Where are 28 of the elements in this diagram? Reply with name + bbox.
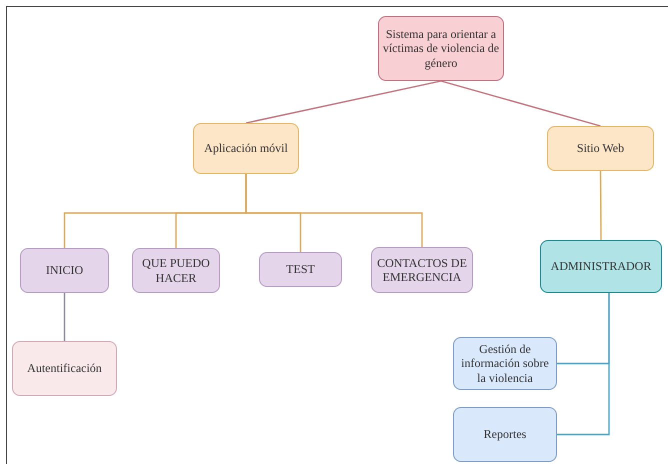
rounded-box [540,240,662,293]
rounded-box [453,337,557,390]
node-label: Sitio Web [576,141,624,156]
node-label: TEST [286,262,315,277]
node-label: INICIO [46,263,84,278]
rounded-box [259,252,342,287]
connector-line [600,171,602,240]
node-label: Reportes [484,427,526,442]
rounded-box [193,123,299,174]
node-label: Autentificación [27,361,102,376]
rounded-box [378,16,504,81]
connector-line [246,80,442,124]
node-label: Sistema para orientar a víctimas de violencia de género [382,26,500,70]
connector-line [245,174,423,247]
rounded-box [132,248,220,293]
node-label: Aplicación móvil [204,141,288,156]
rounded-box [20,248,109,293]
rounded-box [547,126,654,171]
node-label: ADMINISTRADOR [550,259,652,274]
node-label: Gestión de información sobre la violencia [460,342,550,386]
connector-line [440,80,601,127]
rounded-box [453,407,557,462]
rounded-box [371,247,473,293]
node-label: QUE PUEDO HACER [141,256,211,285]
node-label: CONTACTOS DE EMERGENCIA [376,256,468,284]
connector-line [557,293,610,436]
connector-line [64,293,66,341]
rounded-box [12,341,117,396]
